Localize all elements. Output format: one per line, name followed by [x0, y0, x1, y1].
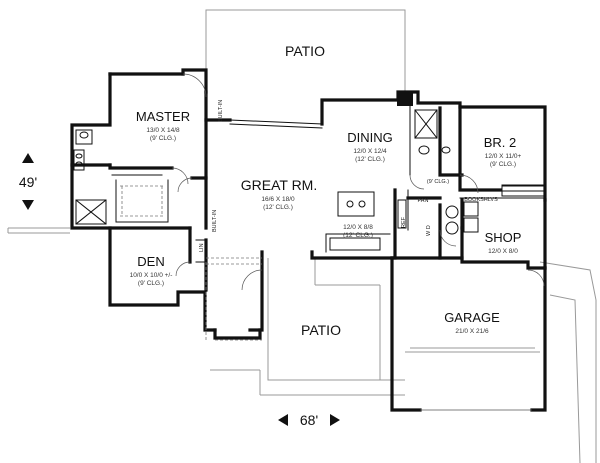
arrow-down-icon: [22, 200, 34, 210]
bookshelves-label: BOOKSHLVS: [464, 197, 498, 203]
arrow-up-icon: [22, 153, 34, 163]
depth-dimension: [22, 153, 34, 210]
br2-label: BR. 2: [484, 135, 517, 150]
bath-fixtures: [73, 109, 451, 225]
left-walkway: [7, 227, 70, 234]
patio-bottom-outline: [267, 258, 405, 381]
closet-rods: [120, 185, 164, 217]
wd-label: W D: [426, 225, 432, 236]
patio-bottom-label: PATIO: [301, 322, 341, 338]
ref-label: REF: [401, 216, 407, 228]
great-room-size: 16/6 X 18/0: [261, 196, 295, 203]
dining-ceiling: (12' CLG.): [355, 156, 385, 163]
br2-ceiling: (9' CLG.): [490, 161, 516, 168]
patio-top-label: PATIO: [285, 43, 325, 59]
shop-label: SHOP: [485, 230, 522, 245]
fireplace: [397, 92, 413, 106]
dining-label: DINING: [347, 130, 393, 145]
br2-size: 12/0 X 11/0+: [485, 153, 522, 160]
windows: [205, 119, 323, 341]
driveway-outline: [210, 261, 597, 463]
den-label: DEN: [137, 254, 164, 269]
shop-size: 12/0 X 8/0: [488, 248, 518, 255]
lin-label: LIN: [199, 243, 205, 252]
bookshelves: [501, 185, 545, 197]
pan-label: PAN: [418, 198, 429, 204]
width-dimension: [278, 414, 340, 426]
master-label: MASTER: [136, 109, 190, 124]
hall-ceiling-label: (9' CLG.): [427, 179, 449, 185]
kitchen-fixtures: [325, 191, 479, 253]
dining-size: 12/0 X 12/4: [353, 148, 387, 155]
arrow-right-icon: [330, 414, 340, 426]
kitchen-ceiling: (12' CLG.): [343, 232, 373, 239]
great-room-ceiling: (12' CLG.): [263, 204, 293, 211]
den-ceiling: (9' CLG.): [138, 280, 164, 287]
arrow-left-icon: [278, 414, 288, 426]
door-swings: [171, 73, 545, 411]
patio-top-outline: [205, 9, 406, 92]
built-in-mid-label: BUILT-IN: [212, 210, 218, 232]
great-room-label: GREAT RM.: [241, 177, 318, 193]
width-dimension-label: 68': [300, 412, 318, 428]
garage-size: 21/0 X 21/6: [455, 328, 489, 335]
depth-dimension-label: 49': [19, 174, 37, 190]
master-ceiling: (9' CLG.): [150, 135, 176, 142]
master-size: 13/0 X 14/8: [146, 127, 180, 134]
built-in-top-label: BUILT-IN: [218, 100, 224, 122]
interior-walls: [70, 105, 547, 292]
den-size: 10/0 X 10/0 +/-: [130, 272, 173, 279]
kitchen-size: 12/0 X 8/8: [343, 224, 373, 231]
garage-label: GARAGE: [444, 310, 500, 325]
